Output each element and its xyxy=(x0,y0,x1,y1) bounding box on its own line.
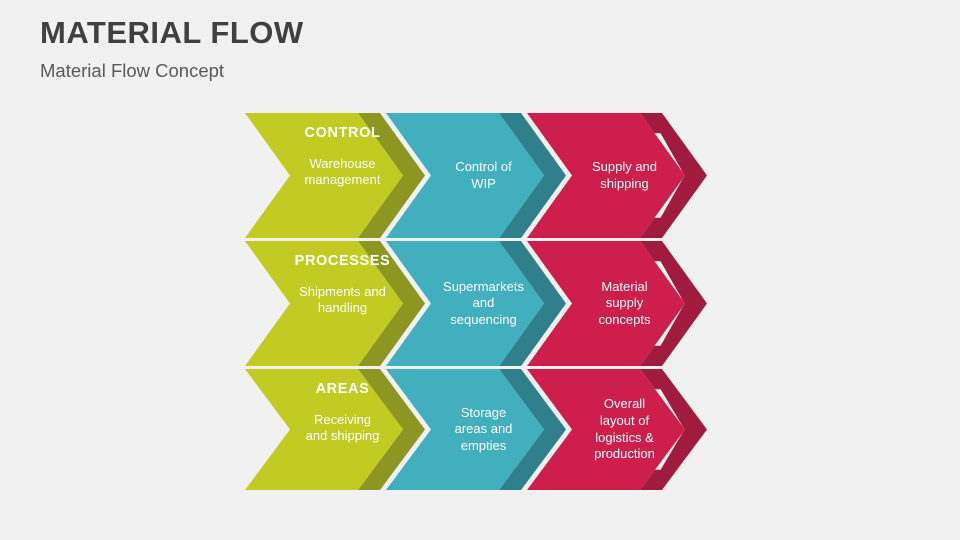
chevron-body-processes-teal[interactable] xyxy=(386,241,544,366)
chevron-body-areas-green[interactable] xyxy=(245,369,403,490)
chevron-areas-green[interactable] xyxy=(239,369,425,490)
chevron-processes-red[interactable] xyxy=(521,241,707,366)
chevron-processes-teal[interactable] xyxy=(380,241,566,366)
chevron-body-control-red[interactable] xyxy=(527,113,685,238)
slide-header: MATERIAL FLOW Material Flow Concept xyxy=(40,15,740,82)
page-subtitle: Material Flow Concept xyxy=(40,60,225,82)
chevron-control-green[interactable] xyxy=(239,113,425,238)
chevron-outline-areas-red xyxy=(549,369,707,490)
page-title: MATERIAL FLOW xyxy=(40,15,304,50)
chevron-body-control-green[interactable] xyxy=(245,113,403,238)
chevron-control-red[interactable] xyxy=(521,113,707,238)
chevron-body-control-teal[interactable] xyxy=(386,113,544,238)
chevron-body-areas-red[interactable] xyxy=(527,369,685,490)
chevron-control-teal[interactable] xyxy=(380,113,566,238)
chevron-areas-teal[interactable] xyxy=(380,369,566,490)
chevron-processes-green[interactable] xyxy=(239,241,425,366)
chevron-outline-control-red xyxy=(549,113,707,238)
chevron-body-areas-teal[interactable] xyxy=(386,369,544,490)
chevron-body-processes-red[interactable] xyxy=(527,241,685,366)
chevron-areas-red[interactable] xyxy=(521,369,707,490)
chevron-outline-processes-red xyxy=(549,241,707,366)
chevron-body-processes-green[interactable] xyxy=(245,241,403,366)
